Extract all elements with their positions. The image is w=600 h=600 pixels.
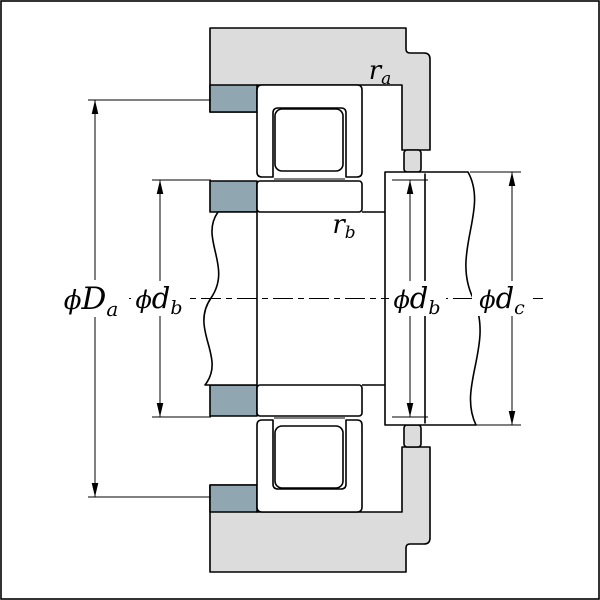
- label-bg-Da: [56, 280, 128, 317]
- housing-bottom-section: [209, 446, 431, 573]
- dim-label-Da: ϕDa: [64, 281, 119, 321]
- arrow-dc-bottom: [508, 411, 516, 425]
- housing-spigot-top: [403, 149, 422, 173]
- dim-label-db-right: ϕdb: [393, 281, 440, 319]
- arrow-db-right-top: [406, 180, 414, 194]
- inner-ring-bottom: [256, 384, 363, 417]
- shaft-shoulder-block-top: [209, 180, 258, 213]
- outer-ring-top: [256, 84, 363, 178]
- fillet-label-rb: rb: [332, 210, 355, 243]
- label-bg-dc: [472, 281, 533, 316]
- arrow-Da-top: [91, 100, 99, 114]
- shaft-shoulder-block-bottom: [209, 384, 258, 417]
- arrow-db-right-bottom: [406, 403, 414, 417]
- arrow-db-left-bottom: [156, 403, 164, 417]
- arrow-dc-top: [508, 172, 516, 186]
- roller-bottom: [274, 425, 344, 489]
- dim-label-dc: ϕdc: [479, 281, 525, 319]
- housing-shoulder-block-top: [209, 84, 258, 113]
- outer-ring-bottom: [256, 419, 363, 513]
- housing-top-section: [209, 27, 431, 151]
- fillet-label-ra: ra: [369, 56, 392, 89]
- housing-spigot-bottom: [403, 424, 422, 448]
- arrow-Da-bottom: [91, 483, 99, 497]
- label-bg-db-left: [131, 281, 188, 316]
- roller-top: [274, 108, 344, 172]
- dim-label-db-left: ϕdb: [135, 281, 182, 319]
- label-bg-db-right: [389, 281, 446, 316]
- inner-ring-top: [256, 180, 363, 213]
- arrow-db-left-top: [156, 180, 164, 194]
- housing-shoulder-block-bottom: [209, 484, 258, 513]
